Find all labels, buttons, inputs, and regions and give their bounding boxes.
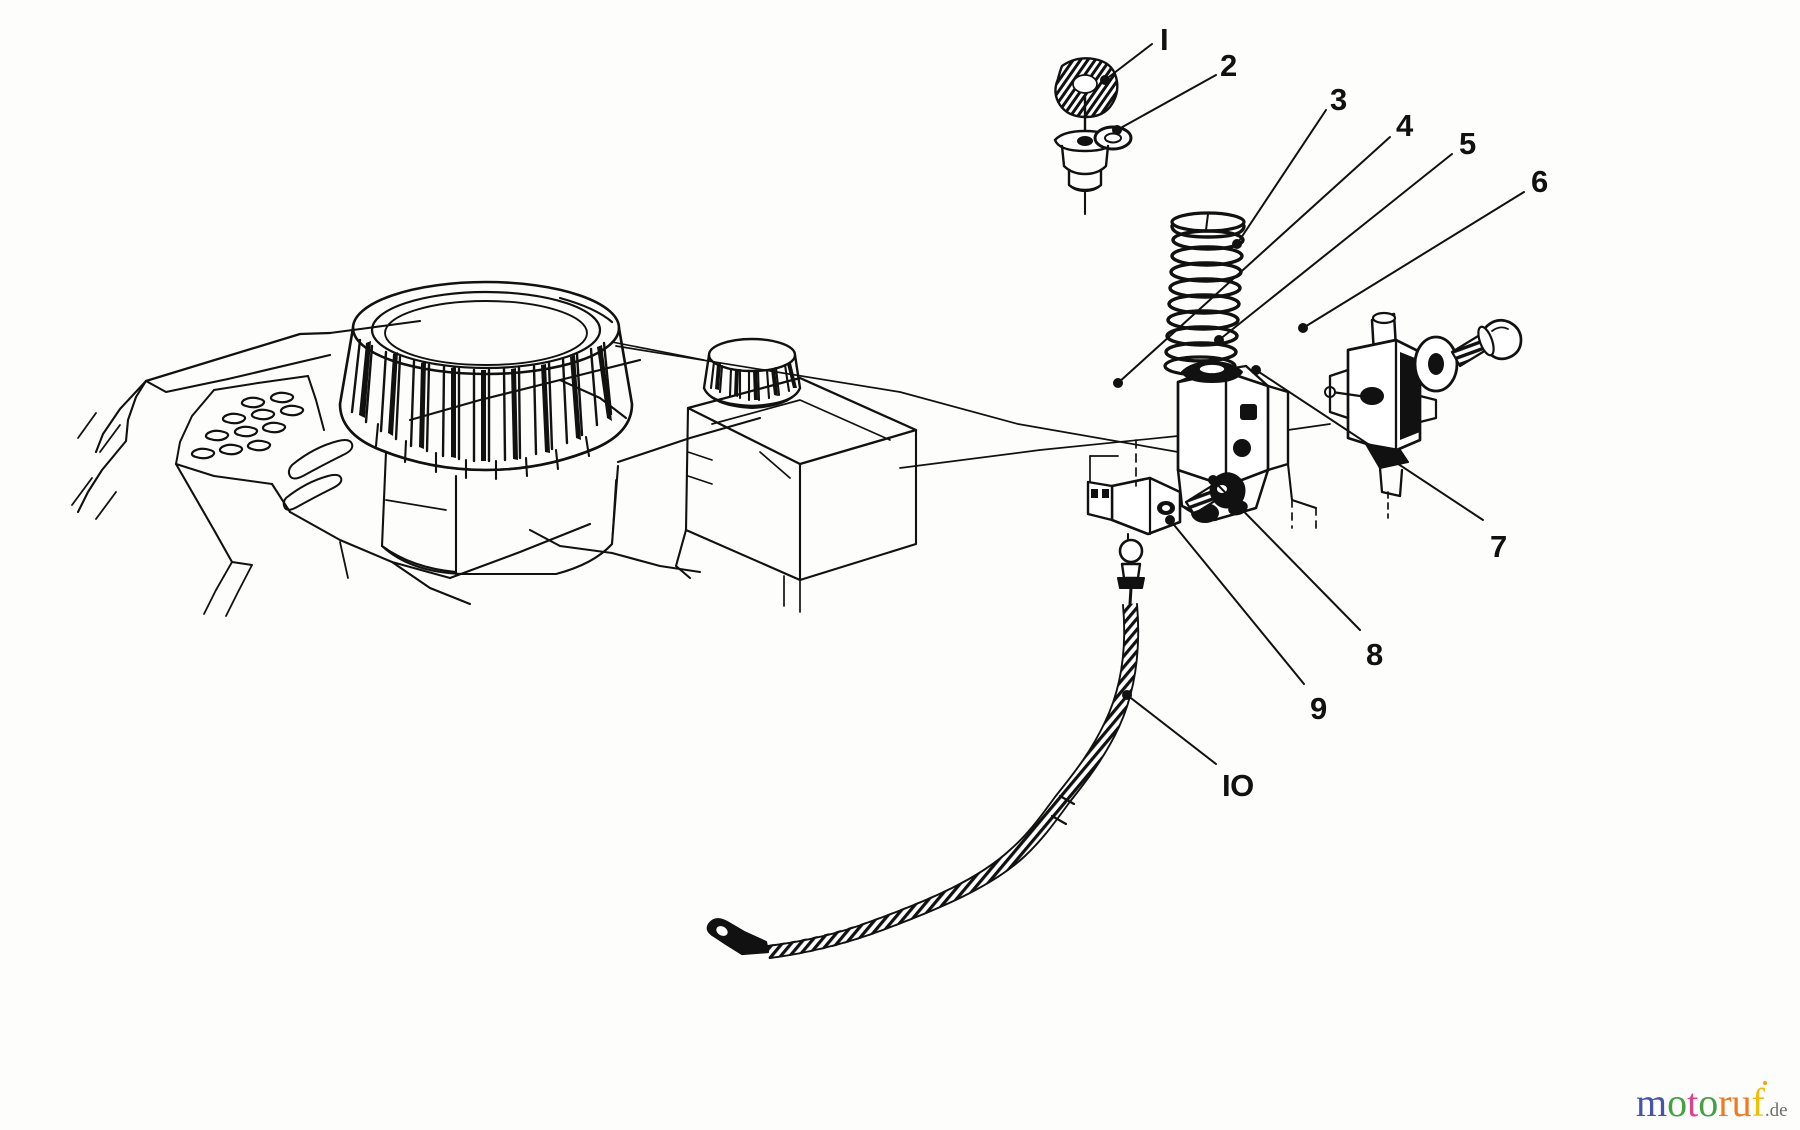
leader-line-2 <box>1116 74 1217 131</box>
leader-dot-8 <box>1208 475 1218 485</box>
watermark-letter-5: u <box>1731 1080 1752 1125</box>
watermark-dot <box>1763 1081 1767 1085</box>
leader-line-7 <box>1255 369 1484 521</box>
callout-leader-dots <box>1100 75 1308 700</box>
part-6-hex-head-screw <box>1450 318 1523 368</box>
watermark-suffix: .de <box>1764 1100 1788 1121</box>
leader-dot-10 <box>1122 690 1132 700</box>
leader-dot-5 <box>1214 335 1224 345</box>
leader-dot-1 <box>1100 75 1110 85</box>
leader-line-9 <box>1169 519 1305 685</box>
callout-label-3: 3 <box>1330 82 1347 117</box>
watermark-letter-4: r <box>1718 1080 1732 1125</box>
part-7-flat-washer <box>1413 335 1459 393</box>
leader-line-8 <box>1212 479 1361 631</box>
engine-recoil-shroud <box>338 280 634 576</box>
callout-label-4: 4 <box>1396 108 1413 143</box>
part-9-cable-clamp-bracket <box>1086 439 1182 554</box>
watermark-letter-1: o <box>1667 1080 1688 1125</box>
callout-label-2: 2 <box>1220 48 1237 83</box>
watermark-letter-6: f <box>1751 1080 1765 1125</box>
leader-dot-6 <box>1298 323 1308 333</box>
part-2-cable-anchor-fitting <box>1053 95 1133 216</box>
callout-label-6: 6 <box>1531 164 1548 199</box>
callout-label-1: I <box>1160 22 1169 57</box>
callout-label-9: 9 <box>1310 691 1327 726</box>
leader-line-10 <box>1126 694 1217 765</box>
leader-dot-3 <box>1232 239 1242 249</box>
leader-dot-9 <box>1165 515 1175 525</box>
leader-dot-7 <box>1251 365 1261 375</box>
callout-label-5: 5 <box>1459 126 1476 161</box>
leader-line-4 <box>1117 136 1391 384</box>
callout-leader-lines <box>1104 43 1525 765</box>
watermark-letter-0: m <box>1636 1080 1668 1125</box>
motoruf-watermark: motoruf.de <box>1636 1083 1788 1123</box>
part-5-throttle-control-assembly <box>1324 311 1438 519</box>
assembly-guide-lines <box>615 345 1331 469</box>
leader-dot-2 <box>1112 125 1122 135</box>
part-4-control-mounting-bracket <box>1176 361 1318 535</box>
fuel-tank <box>674 376 918 613</box>
part-3-compression-spring <box>1163 211 1246 377</box>
deck-vent-slots <box>175 375 354 511</box>
callout-label-8: 8 <box>1366 637 1383 672</box>
callout-label-10: IO <box>1222 768 1254 803</box>
part-1-knurled-nut <box>1054 57 1119 119</box>
part-10-throttle-control-cable <box>706 538 1145 959</box>
leader-dot-4 <box>1113 378 1123 388</box>
leader-line-3 <box>1236 109 1327 245</box>
mower-deck-housing <box>71 319 762 617</box>
watermark-letter-3: o <box>1698 1080 1719 1125</box>
leader-line-1 <box>1104 43 1153 81</box>
callout-label-7: 7 <box>1490 529 1507 564</box>
watermark-letter-2: t <box>1687 1080 1699 1125</box>
leader-line-5 <box>1218 153 1453 341</box>
leader-line-6 <box>1302 191 1525 329</box>
